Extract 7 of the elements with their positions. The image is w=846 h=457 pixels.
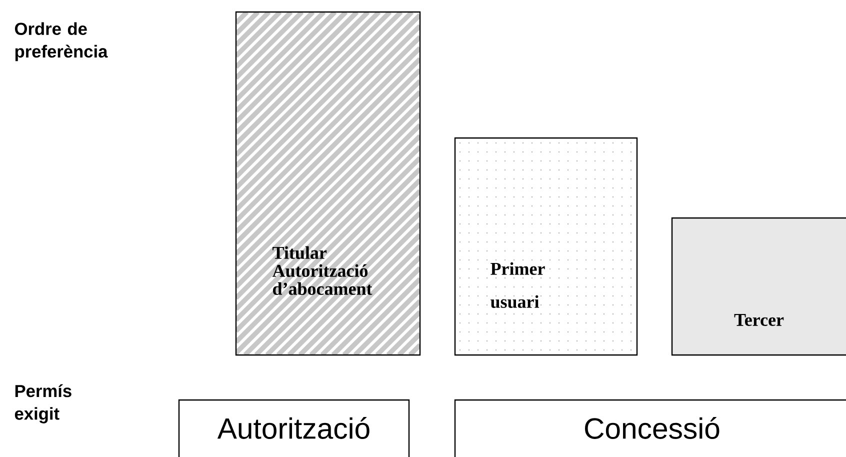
permit-box: Autorització	[178, 399, 410, 457]
bar: Primer usuari	[454, 137, 638, 356]
bar: Titular Autorització d’abocament	[235, 11, 421, 356]
axis-label: Permís exigit	[14, 384, 72, 424]
permit-box: Concessió	[454, 399, 846, 457]
axis-label: Ordre de preferència	[14, 22, 108, 62]
bar: Tercer	[671, 217, 846, 356]
